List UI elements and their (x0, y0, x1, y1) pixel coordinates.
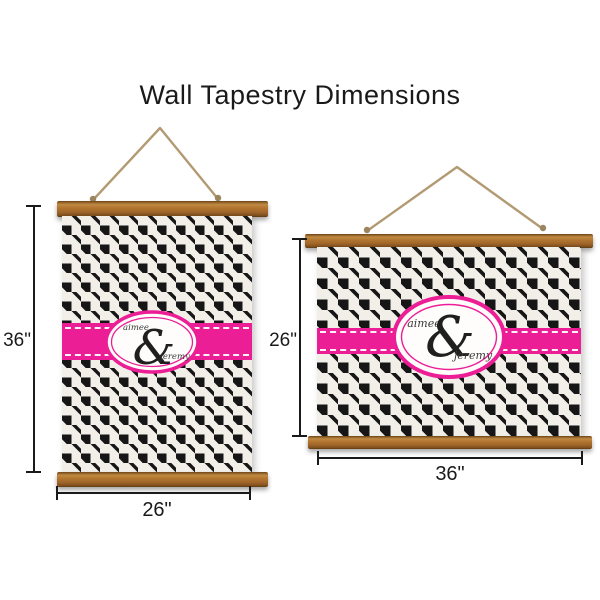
monogram-name-top: aimee (407, 317, 441, 330)
dimension-cap (292, 238, 307, 240)
monogram-name-bottom: jeremy (158, 352, 190, 362)
wooden-dowel-top (57, 201, 268, 217)
dimension-cap (56, 486, 58, 500)
monogram-oval: aimee & jeremy (392, 295, 506, 379)
height-dimension-label: 26" (269, 330, 297, 351)
dimension-cap (26, 471, 41, 473)
wooden-dowel-bottom (57, 472, 268, 487)
monogram-ampersand: & (425, 305, 475, 370)
width-dimension-line (318, 457, 582, 459)
tapestry-fabric: aimee & jeremy (62, 216, 252, 473)
dimension-cap (292, 435, 307, 437)
width-dimension-label: 36" (435, 463, 465, 485)
monogram-ampersand: & (133, 320, 176, 376)
tapestry-fabric: aimee & jeremy (317, 247, 581, 436)
width-dimension-line (57, 492, 250, 494)
page-title: Wall Tapestry Dimensions (139, 80, 461, 110)
width-dimension-label: 26" (142, 499, 172, 521)
dimension-cap (317, 451, 319, 465)
dimension-cap (581, 451, 583, 465)
height-dimension-label: 36" (3, 330, 31, 351)
hanging-rope-icon (89, 126, 222, 203)
height-dimension-line (299, 239, 301, 436)
wooden-dowel-top (305, 234, 593, 248)
monogram-oval: aimee & jeremy (104, 310, 200, 376)
monogram-name-bottom: jeremy (451, 349, 493, 362)
monogram-name-top: aimee (123, 323, 149, 333)
hanging-rope-icon (363, 165, 547, 234)
height-dimension-line (33, 206, 35, 472)
wooden-dowel-bottom (308, 436, 592, 449)
dimension-cap (249, 486, 251, 500)
dimension-cap (26, 205, 41, 207)
